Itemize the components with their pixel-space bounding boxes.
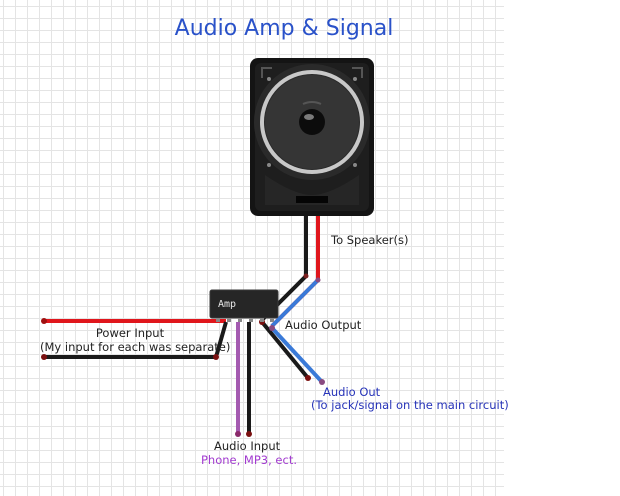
wire-speaker-blue [270,278,320,328]
label-audio-out-title: Audio Out [323,385,381,399]
wire-audio-out-blue [270,326,324,384]
label-audio-out-note: (To jack/signal on the main circuit) [311,398,509,412]
label-audio-input-title: Audio Input [214,439,281,453]
speaker-dustcap [299,109,325,135]
amp-chip-label: Amp [218,299,236,310]
label-power-input-title: Power Input [95,326,165,340]
wire-speaker-red [270,216,320,328]
label-power-input: Power Input (My input for each was separ… [40,326,231,354]
label-audio-input-note: Phone, MP3, ect. [201,453,297,467]
amp-chip [209,289,279,322]
label-audio-output: Audio Output [285,318,362,332]
wire-audio-out-black [260,320,310,380]
diagram-title: Audio Amp & Signal [174,16,394,41]
label-to-speaker: To Speaker(s) [331,233,409,247]
label-power-input-note: (My input for each was separate) [40,340,231,354]
speaker [250,58,374,216]
speaker-cone-ring [260,70,364,174]
